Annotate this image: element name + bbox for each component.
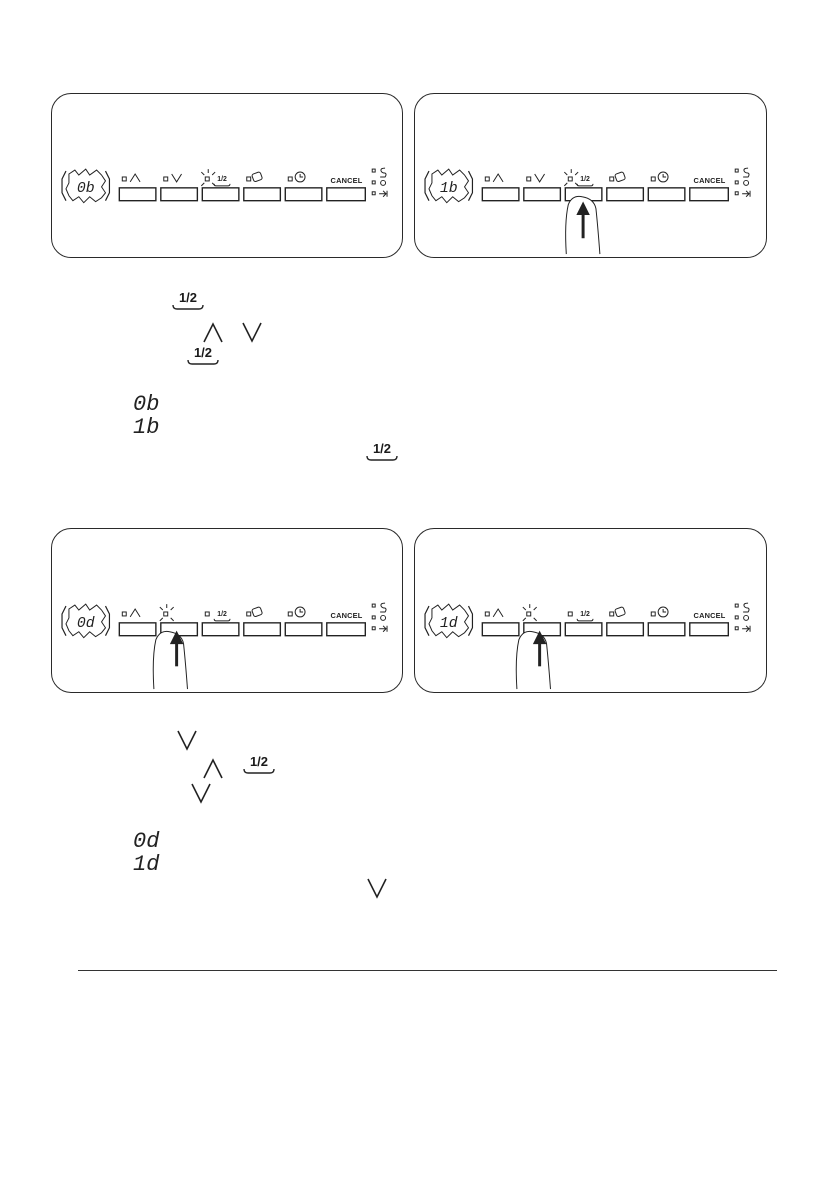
tablet-icon	[251, 171, 263, 182]
code-off-glyph: 0d	[133, 829, 160, 852]
down-arrow-icon	[534, 173, 545, 183]
down-flash-icon	[159, 604, 175, 622]
svg-text:0d: 0d	[133, 829, 160, 852]
half-label: 1/2	[217, 176, 227, 183]
half-label-text: 1/2	[372, 441, 392, 456]
control-panel-4: 1d 1/2 CANC	[414, 528, 767, 693]
salt-icon	[380, 602, 387, 613]
up-arrow-icon	[129, 608, 141, 618]
half-label-text: 1/2	[193, 345, 213, 360]
code-on-glyph: 1d	[133, 852, 160, 875]
down-arrow-icon	[191, 783, 211, 804]
down-flash-icon	[522, 604, 538, 622]
half-label: 1/2	[580, 176, 590, 183]
down-arrow-icon	[367, 878, 387, 899]
finger-press-icon	[565, 195, 601, 255]
control-panel-2: 1b 1/2	[414, 93, 767, 258]
half-load-icon: 1/2	[183, 345, 223, 369]
clock-icon	[294, 171, 306, 183]
cancel-label: CANCEL	[694, 611, 726, 620]
end-icon	[742, 190, 751, 198]
control-panel-1: 0b	[51, 93, 403, 258]
tablet-icon	[614, 606, 626, 617]
flash-burst-icon	[428, 168, 470, 204]
cancel-label: CANCEL	[331, 611, 363, 620]
led-end	[371, 191, 376, 196]
half-label: 1/2	[217, 611, 227, 618]
led-half	[204, 176, 210, 182]
end-icon	[742, 625, 751, 633]
cancel-label: CANCEL	[694, 176, 726, 185]
half-load-icon: 1/2	[362, 441, 402, 465]
salt-icon	[380, 167, 387, 178]
flash-burst-icon	[65, 603, 107, 639]
control-panel-3: 0d 1/2 CANC	[51, 528, 403, 693]
down-arrow-icon	[177, 730, 197, 751]
rinse-aid-icon	[380, 614, 387, 621]
svg-text:1d: 1d	[133, 852, 160, 875]
led-salt	[371, 168, 376, 173]
code-off-glyph: 0b	[133, 392, 159, 415]
led-up	[121, 176, 127, 182]
up-arrow-icon	[129, 173, 141, 183]
rinse-aid-icon	[743, 614, 750, 621]
down-arrow-icon	[171, 173, 182, 183]
finger-press-icon	[515, 630, 551, 690]
button-row	[118, 187, 366, 202]
led-clock	[287, 176, 293, 182]
down-arrow-icon	[242, 322, 262, 343]
flash-burst-icon	[65, 168, 107, 204]
end-icon	[379, 625, 388, 633]
half-load-icon: 1/2	[168, 290, 208, 314]
tablet-icon	[614, 171, 626, 182]
display-readout: 0d	[77, 616, 95, 632]
up-arrow-icon	[203, 322, 223, 343]
half-underline	[213, 183, 231, 187]
panel-2-art: 1b 1/2	[424, 167, 751, 255]
display-readout: 1d	[440, 616, 458, 632]
finger-press-icon	[152, 630, 188, 690]
clock-icon	[294, 606, 306, 618]
led-rinse	[371, 180, 376, 185]
clock-icon	[657, 171, 669, 183]
up-arrow-icon	[492, 173, 504, 183]
display-bracket	[61, 170, 111, 201]
up-arrow-icon	[492, 608, 504, 618]
svg-text:0b: 0b	[133, 392, 159, 415]
panel-1-art: 0b	[61, 167, 388, 204]
display-readout: 0b	[77, 181, 95, 197]
half-label-text: 1/2	[249, 754, 269, 769]
salt-icon	[743, 167, 750, 178]
code-on-glyph: 1b	[133, 415, 159, 438]
rinse-aid-icon	[743, 179, 750, 186]
half-label-text: 1/2	[178, 290, 198, 305]
clock-icon	[657, 606, 669, 618]
tablet-icon	[251, 606, 263, 617]
half-flash-icon	[563, 169, 579, 187]
rinse-aid-icon	[380, 179, 387, 186]
cancel-label: CANCEL	[331, 176, 363, 185]
half-label: 1/2	[580, 611, 590, 618]
led-down	[163, 176, 169, 182]
half-flash-icon	[200, 169, 216, 187]
svg-text:1b: 1b	[133, 415, 159, 438]
up-arrow-icon	[203, 758, 223, 779]
flash-burst-icon	[428, 603, 470, 639]
salt-icon	[743, 602, 750, 613]
half-load-icon: 1/2	[239, 754, 279, 778]
section-divider	[78, 970, 777, 971]
display-readout: 1b	[440, 181, 458, 197]
end-icon	[379, 190, 388, 198]
led-tablet	[246, 176, 252, 182]
